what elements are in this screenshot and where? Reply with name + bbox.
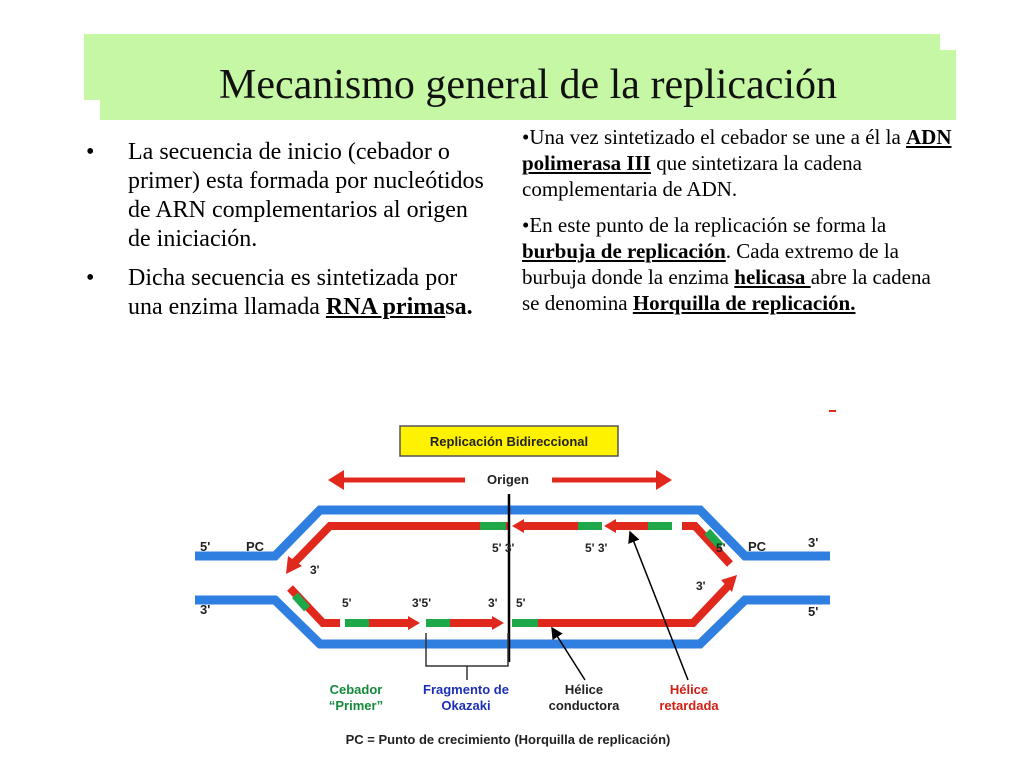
left-bullet-list: • La secuencia de inicio (cebador o prim…: [84, 138, 494, 322]
lagging-pointer: [628, 530, 689, 681]
label-primer-1: Cebador: [330, 682, 383, 697]
label-53-top-mid: 5' 3': [492, 541, 515, 555]
label-5-right-bottom: 5': [808, 604, 818, 619]
text: que sintetizara la cadena complementaria…: [522, 151, 862, 201]
banner-box: [399, 425, 619, 457]
label-3-bottom-mid: 3': [488, 596, 498, 610]
title-box: Mecanismo general de la replicación: [100, 50, 956, 120]
label-5-bottom-l: 5': [342, 596, 352, 610]
primer-green-bottom-l0: [292, 592, 310, 612]
bullet: •: [86, 265, 95, 291]
red-strand-bottom-right: [512, 581, 733, 627]
label-5-left-top: 5': [200, 539, 210, 554]
primer-green-top-left: [480, 522, 506, 530]
okazaki-arrowhead-2: [492, 616, 504, 630]
text: . Cada extremo de la burbuja donde la en…: [522, 239, 899, 289]
origin-arrow-right-head: [656, 470, 672, 490]
label-pc-right: PC: [748, 539, 767, 554]
primer-green-top-r3: [704, 528, 724, 550]
replication-diagram: Replicación Bidireccional Origen 5' PC 3…: [195, 425, 830, 747]
label-5-top-right-end: 5': [716, 541, 726, 555]
page-title: Mecanismo general de la replicación: [218, 62, 838, 108]
term-rna-primasa-tail: sa: [445, 294, 467, 320]
label-lagging-2: retardada: [659, 698, 719, 713]
label-3-inner-left: 3': [310, 563, 320, 577]
label-primer-2: “Primer”: [329, 698, 383, 713]
banner-text: Replicación Bidireccional: [430, 434, 588, 449]
primer-green-top-r1: [578, 522, 602, 530]
term-helicasa: helicasa: [734, 265, 811, 289]
item-text: La secuencia de inicio (cebador o primer…: [128, 139, 484, 252]
red-dash-mark: [829, 410, 836, 412]
term-rna-primasa: RNA prima: [325, 294, 446, 320]
footer-caption: PC = Punto de crecimiento (Horquilla de …: [346, 732, 671, 747]
origin-arrow-left-head: [328, 470, 344, 490]
origin-label: Origen: [487, 472, 529, 487]
left-column: • La secuencia de inicio (cebador o prim…: [84, 138, 494, 332]
primer-green-bottom-l2: [426, 619, 450, 627]
bullet: •: [86, 139, 95, 165]
right-column: •Una vez sintetizado el cebador se une a…: [522, 124, 952, 326]
primer-green-top-r2: [648, 522, 672, 530]
item-text: Dicha secuencia es sintetizada por una e…: [128, 265, 458, 320]
label-35-bottom: 3'5': [412, 596, 431, 610]
label-5-bottom-mid: 5': [516, 596, 526, 610]
red-strand-top-right-3: [682, 522, 733, 567]
red-arrowhead-top-right-2: [604, 519, 616, 533]
list-item: • Dicha secuencia es sintetizada por una…: [84, 264, 494, 322]
paragraph-polimerasa: •Una vez sintetizado el cebador se une a…: [522, 124, 952, 202]
label-3-left-bottom: 3': [200, 602, 210, 617]
label-okazaki-1: Fragmento de: [423, 682, 509, 697]
term-adn-polimerasa: ADN polimerasa III: [522, 125, 952, 175]
label-lagging-1: Hélice: [670, 682, 708, 697]
label-3-inner-right: 3': [696, 579, 706, 593]
term-horquilla: Horquilla de replicación.: [632, 291, 856, 315]
red-arrowhead-bottom-right: [721, 575, 737, 592]
text: •En este punto de la replicación se form…: [522, 213, 887, 237]
leading-pointer: [551, 626, 586, 681]
okazaki-arrowhead-1: [408, 616, 420, 630]
label-leading-1: Hélice: [565, 682, 603, 697]
primer-green-bottom-r: [512, 619, 538, 627]
text: •Una vez sintetizado el cebador se une a…: [522, 125, 907, 149]
paragraph-burbuja: •En este punto de la replicación se form…: [522, 212, 952, 316]
label-leading-2: conductora: [549, 698, 621, 713]
term-period: .: [466, 294, 473, 320]
red-arrowhead-top-right-1: [512, 519, 524, 533]
label-3-right-top: 3': [808, 535, 818, 550]
text: abre la cadena se denomina: [522, 265, 931, 315]
primer-green-bottom-l1: [345, 619, 369, 627]
label-53-top-right: 5' 3': [585, 541, 608, 555]
list-item: • La secuencia de inicio (cebador o prim…: [84, 138, 494, 254]
red-arrowhead-top-left: [286, 556, 302, 574]
label-pc-left: PC: [246, 539, 265, 554]
term-burbuja: burbuja de replicación: [522, 239, 726, 263]
label-okazaki-2: Okazaki: [441, 698, 490, 713]
red-strand-top-left: [290, 522, 508, 567]
okazaki-bracket: [425, 633, 509, 667]
